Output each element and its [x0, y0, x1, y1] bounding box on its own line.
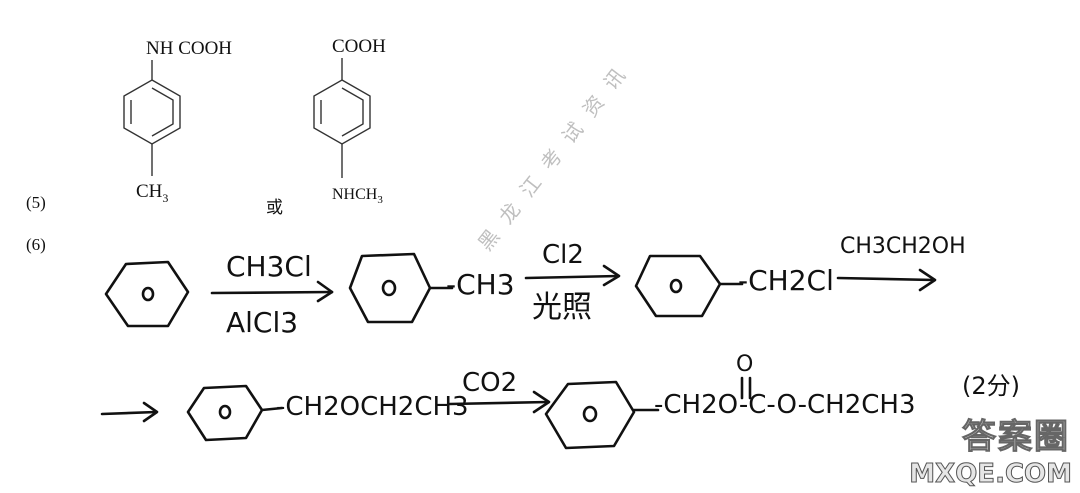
- part6-label: (6): [26, 235, 46, 254]
- hand-benzene-3: [634, 254, 722, 318]
- arrow-3-head: [918, 268, 937, 292]
- product-1-substituent: -CH3: [446, 268, 515, 301]
- structure-a-bottom-group: CH3: [136, 181, 169, 205]
- benzene-ring-b: [313, 58, 371, 178]
- arrow-2-head: [602, 264, 621, 287]
- hand-benzene-2: [348, 252, 432, 324]
- product-2-substituent: -CH2Cl: [738, 264, 834, 297]
- reagent-3-top: CH3CH2OH: [840, 234, 966, 259]
- benzene-ring-a: [123, 60, 181, 176]
- reagent-1-top: CH3Cl: [226, 250, 312, 283]
- product-4-substituent: -CH2O-C-O-CH2CH3: [654, 390, 916, 420]
- arrow-1-head: [316, 280, 334, 303]
- hand-benzene-4: [186, 384, 264, 442]
- arrow-4-shaft: [100, 410, 158, 416]
- arrow-4-head: [142, 401, 159, 423]
- structure-b-top-group: COOH: [332, 36, 386, 57]
- score-note: (2分): [962, 372, 1020, 400]
- arrow-5-head: [532, 390, 551, 414]
- hand-benzene-5: [544, 380, 636, 450]
- structure-a-top-group: NH COOH: [146, 38, 233, 59]
- structure-b-bottom-group: NHCH3: [332, 186, 383, 207]
- product-3-substituent: -CH2OCH2CH3: [276, 392, 469, 422]
- or-label: 或: [266, 198, 283, 217]
- reagent-2-bottom: 光照: [532, 290, 592, 325]
- arrow-5-shaft: [448, 400, 550, 406]
- reagent-1-bottom: AlCl3: [226, 306, 299, 339]
- arrow-1-shaft: [210, 290, 334, 295]
- carbonyl-oxygen: O: [736, 352, 754, 377]
- site-logo-watermark: 答案圈 MXQE.COM: [900, 409, 1076, 490]
- hand-benzene-1: [104, 260, 190, 328]
- reagent-4-top: CO2: [462, 368, 518, 398]
- part5-label: (5): [26, 193, 46, 212]
- logo-top-text: 答案圈: [962, 417, 1070, 458]
- arrow-2-shaft: [524, 274, 620, 280]
- reagent-2-top: Cl2: [542, 240, 584, 270]
- arrow-3-shaft: [836, 276, 936, 282]
- logo-bottom-text: MXQE.COM: [909, 459, 1073, 490]
